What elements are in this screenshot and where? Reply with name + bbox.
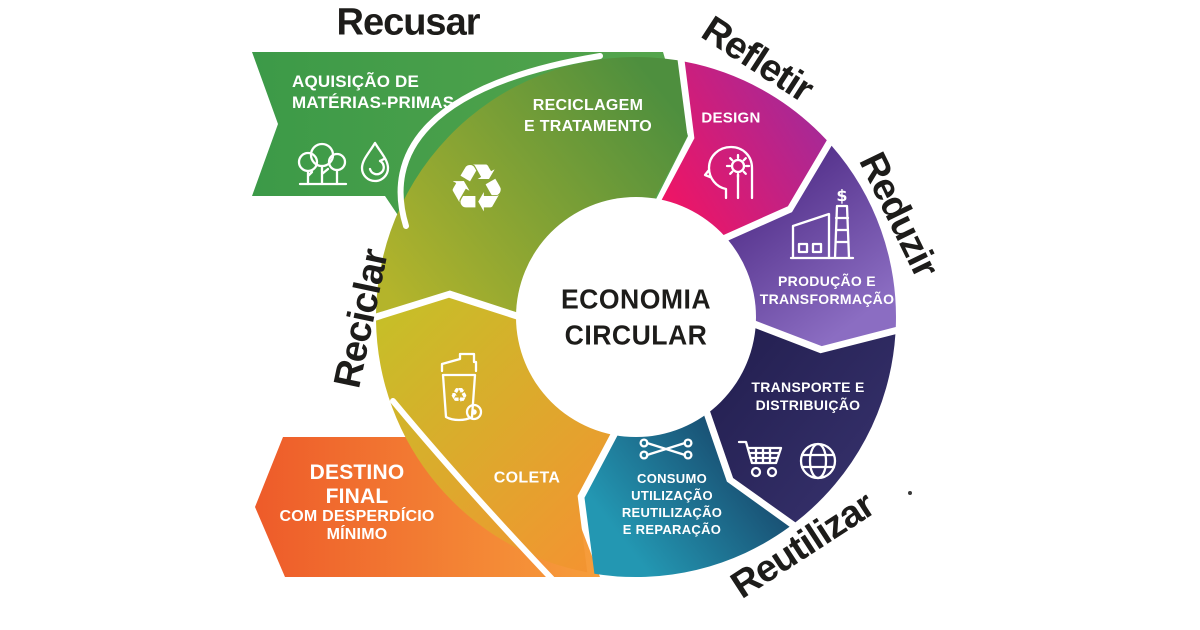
title-line: ECONOMIA xyxy=(560,283,712,315)
segment-label-consumo: CONSUMO UTILIZAÇÃO REUTILIZAÇÃO E REPARA… xyxy=(622,471,722,539)
title-line: CIRCULAR xyxy=(564,320,708,351)
segment-reciclagem xyxy=(376,56,688,314)
segment-label-producao: PRODUÇÃO E TRANSFORMAÇÃO xyxy=(760,272,895,308)
label-line: COLETA xyxy=(493,469,561,487)
segment-design xyxy=(659,61,827,237)
banner-separator-top xyxy=(397,53,603,229)
segment-label-reciclagem: RECICLAGEM E TRATAMENTO xyxy=(524,96,652,138)
trees-icon xyxy=(296,138,350,190)
stray-dot xyxy=(908,491,912,495)
banner-separator-bottom xyxy=(390,398,555,582)
label-line: TRANSPORTE E xyxy=(751,378,865,395)
svg-text:$: $ xyxy=(836,186,847,205)
label-line: COM DESPERDÍCIO xyxy=(279,508,435,526)
label-line: MÍNIMO xyxy=(326,525,388,543)
label-line: E TRATAMENTO xyxy=(523,118,653,135)
label-line: AQUISIÇÃO DE xyxy=(292,72,420,91)
label-line: DESIGN xyxy=(701,109,761,127)
label-line: TRANSFORMAÇÃO xyxy=(759,291,895,307)
factory-icon: $ xyxy=(785,186,863,266)
segment-coleta xyxy=(376,297,613,573)
page-title: ECONOMIA CIRCULAR xyxy=(561,282,711,355)
label-line: DISTRIBUIÇÃO xyxy=(755,397,861,413)
water-drop-icon xyxy=(356,140,394,186)
banner-label-aquisicao: AQUISIÇÃO DE MATÉRIAS-PRIMAS xyxy=(292,72,454,113)
label-line: FINAL xyxy=(325,484,389,508)
label-line: E REPARAÇÃO xyxy=(622,521,722,537)
label-line: UTILIZAÇÃO xyxy=(631,488,713,504)
label-line: DESTINO xyxy=(309,461,405,484)
outer-label-recusar: Recusar xyxy=(336,1,481,44)
label-line: REUTILIZAÇÃO xyxy=(621,505,723,520)
recycle-arrows-icon: ♻ xyxy=(447,150,507,227)
banner-label-destino: DESTINO FINAL COM DESPERDÍCIO MÍNIMO xyxy=(279,461,434,544)
svg-text:♻: ♻ xyxy=(450,383,468,407)
label-line: PRODUÇÃO E xyxy=(778,272,876,289)
recycle-bin-icon: ♻ xyxy=(429,349,489,427)
tools-icon xyxy=(637,434,695,464)
cart-icon xyxy=(736,436,790,482)
label-line: RECICLAGEM xyxy=(532,97,644,115)
segment-label-transporte: TRANSPORTE E DISTRIBUIÇÃO xyxy=(751,378,864,414)
segment-transporte xyxy=(708,326,896,523)
segment-label-coleta: COLETA xyxy=(494,469,560,490)
segment-label-design: DESIGN xyxy=(701,108,760,128)
center-hub xyxy=(516,197,756,437)
segment-consumo xyxy=(584,411,790,578)
label-line: MATÉRIAS-PRIMAS xyxy=(292,92,455,112)
label-line: CONSUMO xyxy=(637,471,707,487)
segment-producao xyxy=(724,145,896,347)
head-gear-icon xyxy=(700,140,762,202)
globe-icon xyxy=(796,439,840,483)
